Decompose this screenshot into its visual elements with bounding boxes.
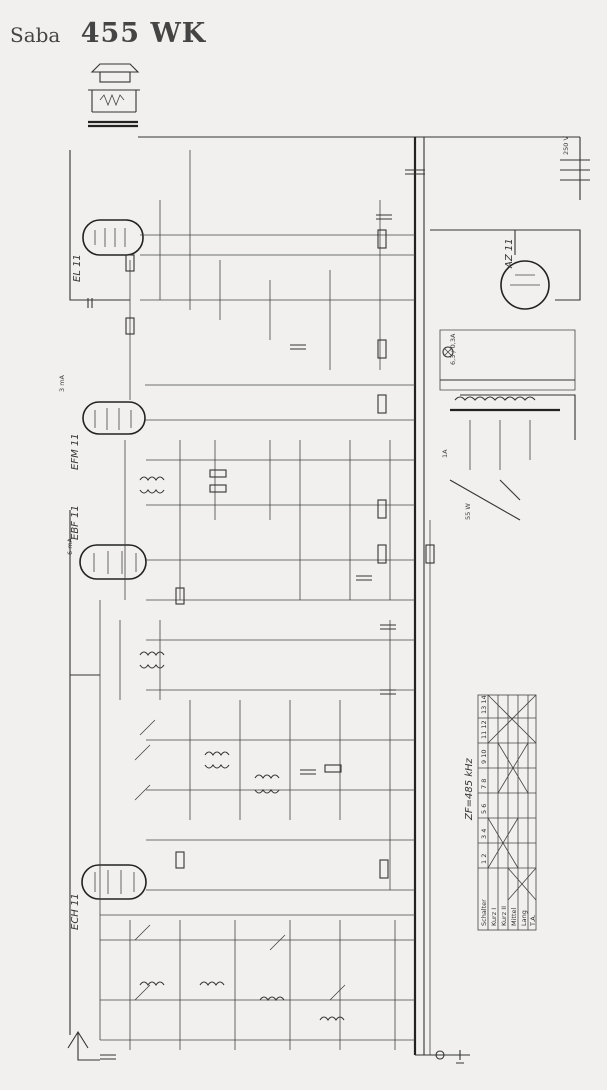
fuse-label: 1A — [441, 449, 449, 458]
tube-label-ebf11: EBF 11 — [70, 505, 81, 540]
tube-ebf11 — [79, 544, 147, 580]
table-row-label: Mittel — [510, 907, 518, 926]
voltage-label: 250 V — [562, 136, 570, 155]
tube-label-ech11: ECH 11 — [70, 893, 81, 930]
model-label: 455 WK — [80, 18, 207, 49]
ground-icon — [415, 1050, 470, 1064]
table-row-label: Kurz I — [490, 908, 498, 926]
coil-set — [139, 476, 345, 1021]
table-row-label: Lang — [520, 910, 528, 926]
tube-el11 — [82, 219, 144, 256]
power-transformer — [442, 346, 560, 521]
tube-label-efm11: EFM 11 — [70, 433, 81, 470]
table-row-label: Schalter — [480, 899, 488, 926]
current-efm-label: 3 mA — [58, 374, 66, 392]
table-header-cell: 13 14 — [480, 695, 488, 714]
antenna-icon — [67, 1030, 100, 1061]
table-header-cell: 9 10 — [480, 750, 488, 764]
tube-label-az11: AZ 11 — [504, 238, 515, 269]
table-header-cell: 5 6 — [480, 804, 488, 814]
table-header-cell: 11 12 — [480, 720, 488, 739]
power-label: 55 W — [464, 503, 472, 520]
capacitor-set — [87, 169, 425, 1060]
brand-label: Saba — [10, 23, 61, 47]
table-header-cell: 3 4 — [480, 829, 488, 839]
table-header-cell: 1 2 — [480, 854, 488, 864]
if-frequency-label: ZF=485 kHz — [464, 757, 475, 821]
table-header-cell: 7 8 — [480, 779, 488, 789]
lamp-label: 6,3 / 0,3A — [449, 333, 457, 365]
current-ebf-label: 6 mA — [66, 537, 74, 555]
page-title: Saba 455 WK — [10, 18, 206, 49]
table-row-label: T.A. — [529, 914, 537, 927]
output-transformer — [88, 120, 138, 128]
pilot-lamp-icon — [442, 346, 454, 358]
trimmer-set — [134, 719, 346, 1001]
tube-efm11 — [82, 401, 146, 435]
resistor-set — [125, 229, 435, 879]
tube-label-el11: EL 11 — [72, 254, 83, 282]
table-row-label: Kurz II — [500, 906, 508, 926]
tube-ech11 — [81, 864, 147, 900]
switch-table: Schalter Kurz I Kurz II Mittel Lang T.A.… — [477, 694, 537, 931]
speaker-icon — [88, 63, 140, 113]
